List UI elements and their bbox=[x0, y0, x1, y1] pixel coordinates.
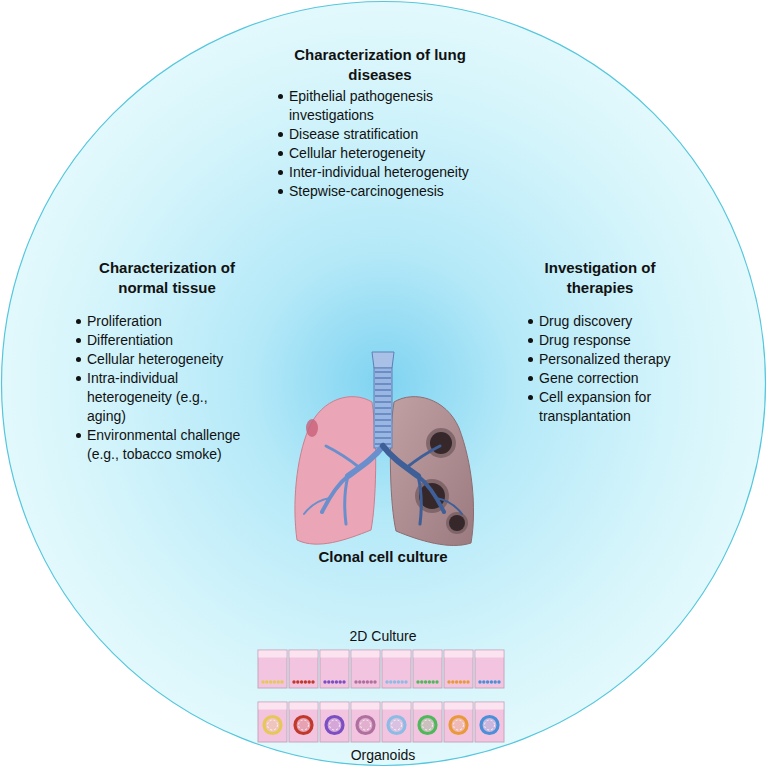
center-label: Clonal cell culture bbox=[273, 547, 493, 567]
bullet-list: Epithelial pathogenesis investigationsDi… bbox=[277, 87, 475, 201]
row-label: Organoids bbox=[303, 746, 463, 764]
bullet-item: Environmental challenge (e.g., tobacco s… bbox=[75, 426, 243, 464]
bullet-item: Proliferation bbox=[75, 312, 243, 331]
text-group: Organoids bbox=[303, 746, 463, 764]
text-group: Investigation of therapiesDrug discovery… bbox=[510, 258, 690, 426]
bullet-item: Intra-individual heterogeneity (e.g., ag… bbox=[75, 369, 243, 426]
bullet-item: Stepwise-carcinogenesis bbox=[277, 182, 475, 201]
bullet-item: Disease stratification bbox=[277, 125, 475, 144]
bullet-item: Cellular heterogeneity bbox=[75, 350, 243, 369]
bullet-item: Drug discovery bbox=[527, 312, 692, 331]
bullet-item: Epithelial pathogenesis investigations bbox=[277, 87, 475, 125]
bullet-list: Drug discoveryDrug responsePersonalized … bbox=[527, 312, 692, 426]
section-heading: Investigation of therapies bbox=[510, 258, 690, 298]
bullet-item: Cellular heterogeneity bbox=[277, 144, 475, 163]
text-group: Clonal cell culture bbox=[273, 547, 493, 567]
section-heading: Characterization of lung diseases bbox=[280, 45, 480, 85]
bullet-item: Drug response bbox=[527, 331, 692, 350]
organoid-well-row bbox=[258, 702, 504, 742]
lungs-illustration bbox=[295, 352, 474, 545]
bullet-item: Cell expansion for transplantation bbox=[527, 388, 692, 426]
bullet-item: Inter-individual heterogeneity bbox=[277, 163, 475, 182]
bullet-item: Personalized therapy bbox=[527, 350, 692, 369]
bullet-list: ProliferationDifferentiationCellular het… bbox=[75, 312, 243, 464]
text-group: 2D Culture bbox=[303, 627, 463, 645]
bullet-item: Differentiation bbox=[75, 331, 243, 350]
text-group: Characterization of lung diseasesEpithel… bbox=[280, 45, 480, 201]
row-label: 2D Culture bbox=[303, 627, 463, 645]
section-heading: Characterization of normal tissue bbox=[77, 258, 257, 298]
bullet-item: Gene correction bbox=[527, 369, 692, 388]
text-group: Characterization of normal tissueProlife… bbox=[77, 258, 257, 464]
culture-well-row bbox=[258, 650, 504, 688]
